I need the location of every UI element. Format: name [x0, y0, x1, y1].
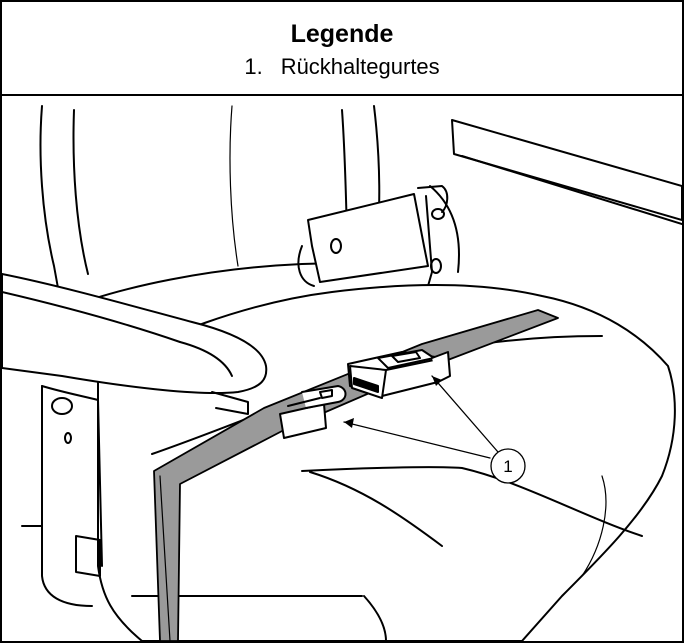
legend-item-1: 1. Rückhaltegurtes	[2, 54, 682, 80]
seat-back-bracket	[297, 185, 460, 287]
callout-leaders	[343, 375, 499, 459]
callout-1: 1	[490, 448, 526, 484]
legend-box: Legende 1. Rückhaltegurtes	[2, 2, 682, 96]
legend-title: Legende	[290, 20, 394, 48]
armrest-left	[2, 273, 268, 607]
belt-tongue	[279, 385, 347, 439]
seat-illustration: 1	[2, 105, 682, 641]
callout-label: 1	[503, 457, 512, 476]
armrest-right	[451, 119, 682, 225]
legend-item-label: Rückhaltegurtes	[280, 54, 440, 79]
legend-item-number: 1.	[244, 54, 263, 79]
belt-buckle	[347, 349, 451, 399]
